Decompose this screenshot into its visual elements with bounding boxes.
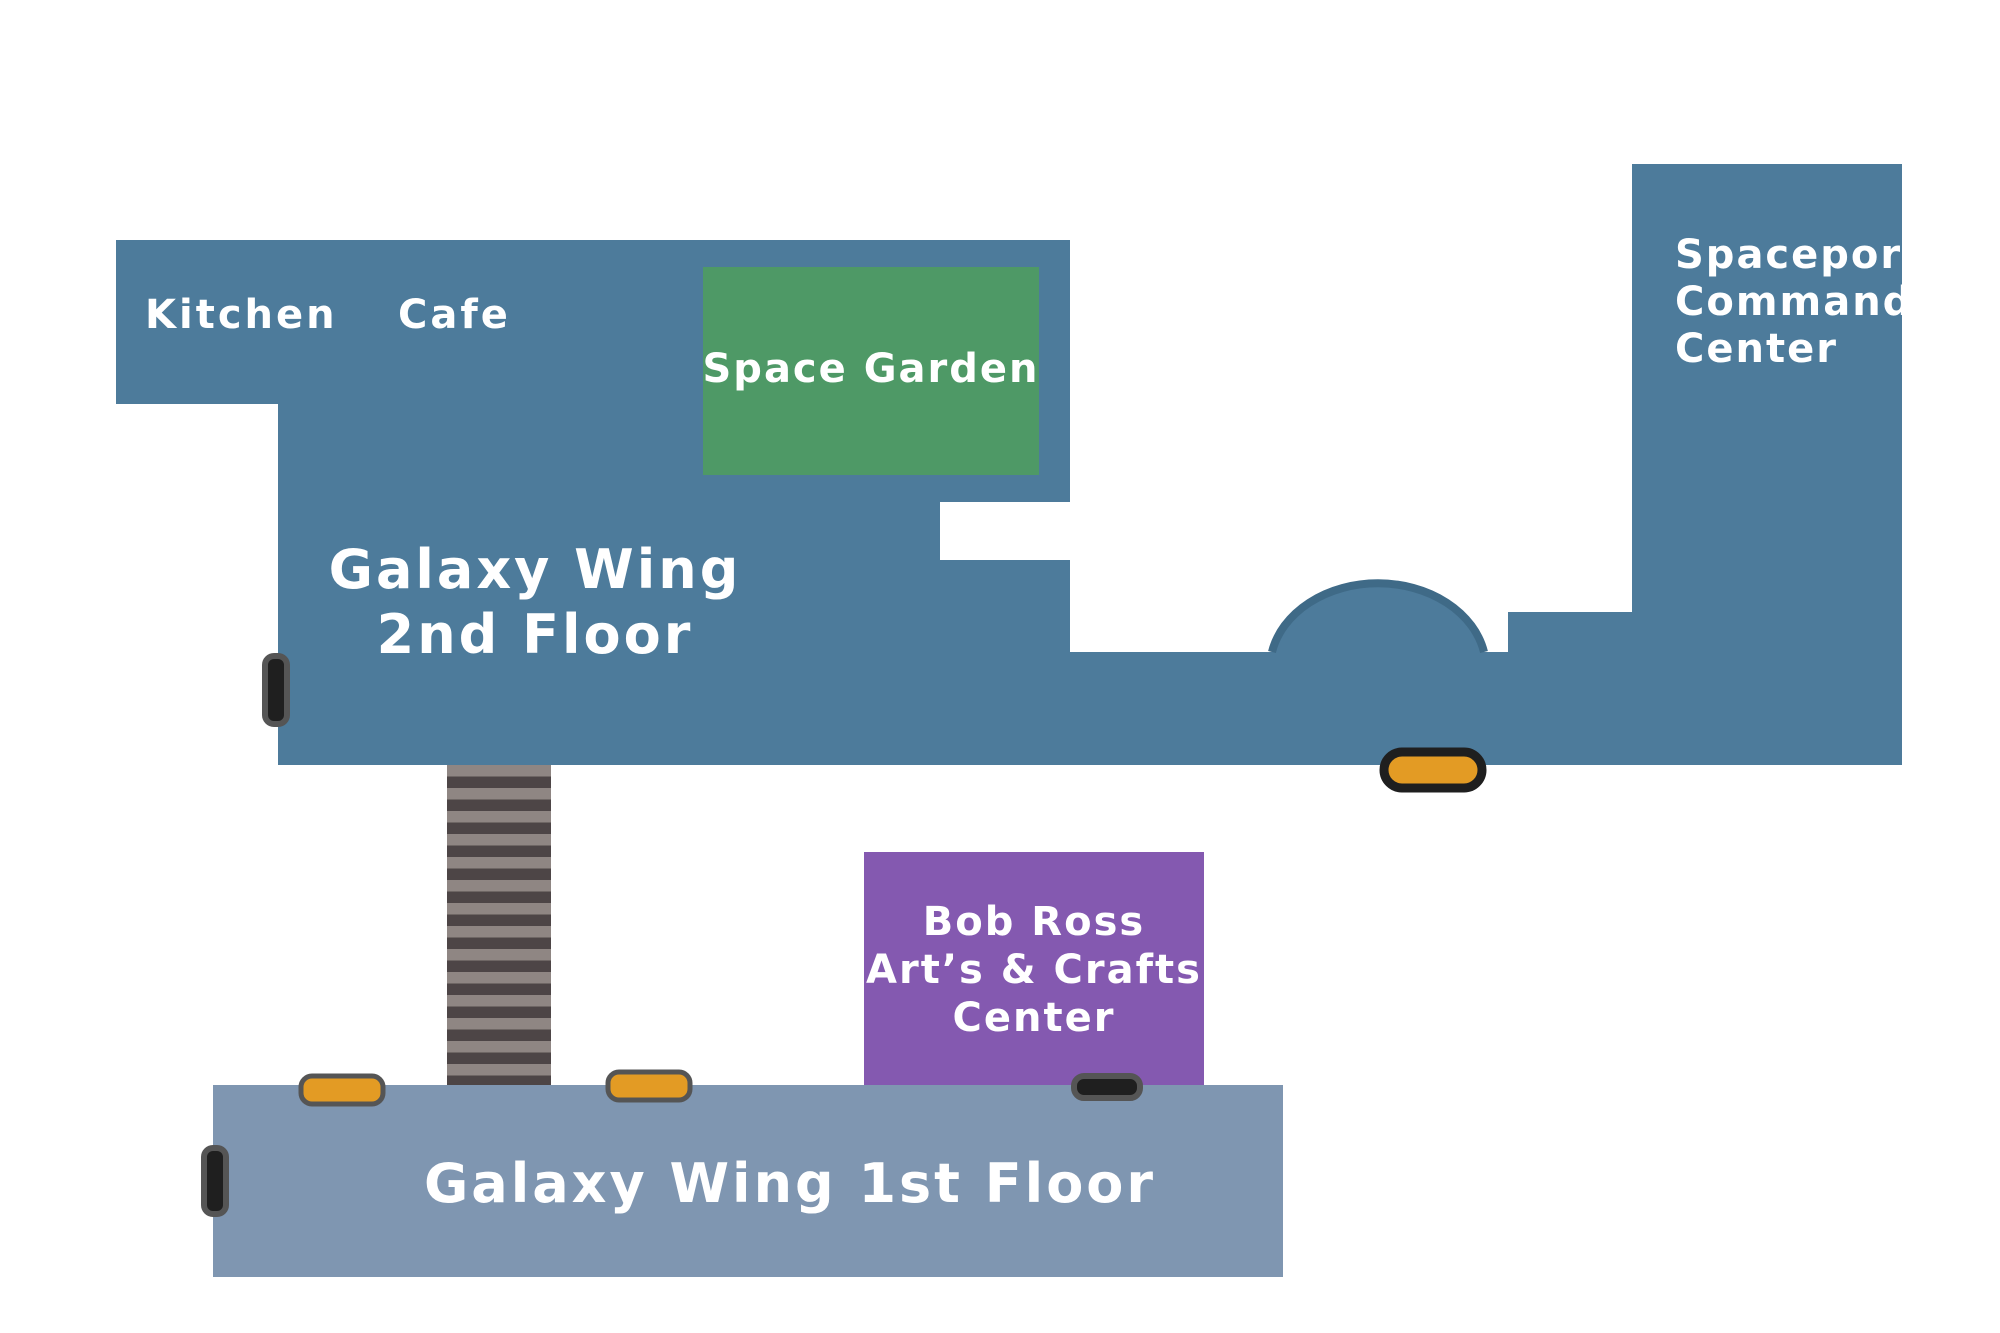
bob-ross-art-center-label: Bob Ross	[923, 899, 1145, 945]
stair-step	[447, 857, 551, 869]
stair-step	[447, 914, 551, 926]
door-marker-icon[interactable]	[1071, 1073, 1143, 1101]
stair-step	[447, 937, 551, 949]
stair-step	[447, 983, 551, 995]
stair-step	[447, 1075, 551, 1085]
stair-step	[447, 822, 551, 834]
stair-step	[447, 949, 551, 961]
space-garden-room[interactable]	[703, 267, 1039, 475]
stair-step	[447, 1029, 551, 1041]
door-marker-icon[interactable]	[605, 1069, 693, 1103]
stair-step	[447, 903, 551, 915]
bob-ross-art-center-label: Center	[953, 995, 1116, 1041]
stair-step	[447, 845, 551, 857]
galaxy-wing-1st-floor-label: Galaxy Wing 1st Floor	[424, 1152, 1156, 1215]
stair-step	[447, 834, 551, 846]
stair-step	[447, 880, 551, 892]
stair-step	[447, 1041, 551, 1053]
stair-step	[447, 891, 551, 903]
door-marker-icon[interactable]	[298, 1073, 386, 1107]
stair-step	[447, 1064, 551, 1076]
stair-step	[447, 799, 551, 811]
staircase-icon[interactable]	[447, 765, 551, 1085]
galaxy-wing-2nd-floor-label: Galaxy Wing	[329, 538, 742, 601]
dome-outline	[1268, 579, 1488, 653]
stair-step	[447, 788, 551, 800]
stair-step	[447, 765, 551, 777]
stair-step	[447, 1052, 551, 1064]
galaxy-wing-1st-floor-area[interactable]	[213, 1085, 1283, 1277]
bob-ross-art-center-label: Art’s & Crafts	[866, 947, 1202, 993]
space-garden-label: Space Garden	[703, 346, 1040, 392]
stair-step	[447, 960, 551, 972]
stair-step	[447, 811, 551, 823]
bob-ross-art-center-room[interactable]	[864, 852, 1204, 1085]
spaceport-command-center-label: Center	[1675, 326, 1838, 372]
cafe-label: Cafe	[398, 292, 511, 338]
stair-step	[447, 868, 551, 880]
stair-step	[447, 776, 551, 788]
stair-step	[447, 1006, 551, 1018]
door-marker-icon[interactable]	[1379, 747, 1487, 793]
spaceport-command-center-label: Spaceport	[1675, 232, 1923, 278]
stair-step	[447, 972, 551, 984]
galaxy-wing-2nd-floor-label: 2nd Floor	[377, 603, 694, 666]
spaceport-command-center-label: Command	[1675, 279, 1913, 325]
door-marker-icon[interactable]	[262, 653, 290, 727]
stair-step	[447, 926, 551, 938]
stair-step	[447, 995, 551, 1007]
stair-step	[447, 1018, 551, 1030]
kitchen-label: Kitchen	[145, 292, 338, 338]
door-marker-icon[interactable]	[201, 1145, 229, 1217]
